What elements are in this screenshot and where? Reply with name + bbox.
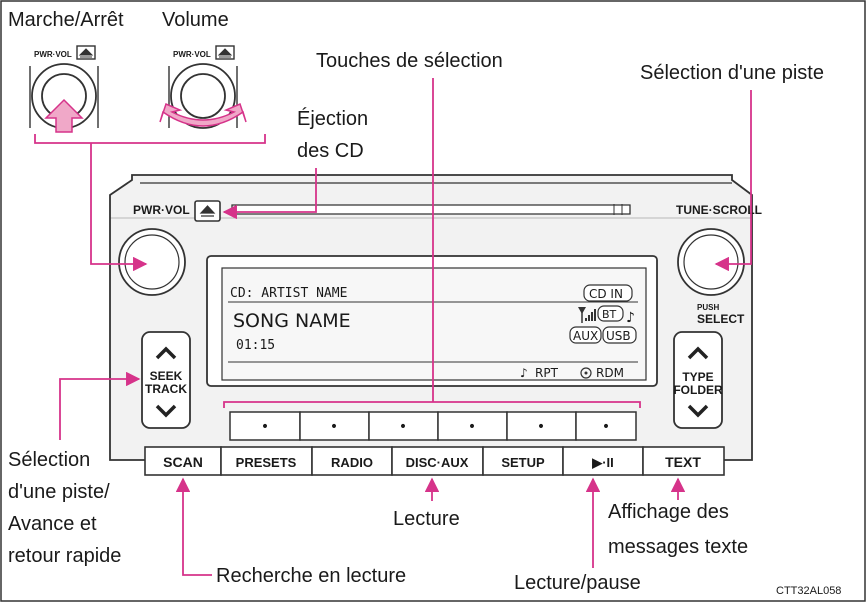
disc-aux-button[interactable]	[391, 446, 484, 476]
preset-key-5[interactable]	[506, 411, 577, 441]
select-keys-bracket	[223, 401, 641, 408]
text-callout-1: Affichage des	[608, 501, 729, 523]
signal-icon	[578, 307, 596, 323]
inset-bracket	[34, 134, 266, 144]
chevron-down-icon	[155, 404, 177, 418]
chevron-up-icon	[155, 346, 177, 360]
svg-text:AUX: AUX	[573, 329, 598, 343]
tune-scroll-label: TUNE·SCROLL	[676, 203, 762, 217]
svg-text:USB: USB	[606, 329, 631, 343]
bt-indicator	[597, 305, 624, 322]
scan-callout: Recherche en lecture	[216, 565, 406, 587]
eject-icon	[78, 48, 94, 58]
presets-button[interactable]	[220, 446, 313, 476]
text-callout-2: messages texte	[608, 536, 748, 558]
seek-callout-4: retour rapide	[8, 545, 121, 567]
play-pause-label: ▶·II	[591, 455, 614, 470]
seek-label: SEEK	[150, 369, 183, 383]
scan-label: SCAN	[163, 454, 203, 470]
seek-callout-2: d'une piste/	[8, 481, 110, 503]
eject-icon	[217, 48, 233, 58]
radio-label: RADIO	[331, 455, 373, 470]
pwr-vol-label: PWR·VOL	[133, 203, 190, 217]
chevron-up-icon	[687, 346, 709, 360]
power-volume-leader	[90, 143, 148, 272]
svg-text:•: •	[468, 419, 476, 435]
function-buttons: SCAN PRESETS RADIO DISC·AUX SETUP ▶·II T…	[144, 446, 725, 476]
presets-label: PRESETS	[236, 455, 297, 470]
seek-callout-1: Sélection	[8, 449, 90, 471]
play-callout: Lecture	[393, 508, 460, 530]
aux-indicator	[569, 326, 602, 344]
eject-label-1: Éjection	[297, 107, 368, 130]
eject-label-2: des CD	[297, 140, 364, 162]
select-label: SELECT	[697, 312, 745, 326]
disc-aux-label: DISC·AUX	[406, 455, 469, 470]
select-keys-label: Touches de sélection	[316, 50, 503, 72]
usb-indicator	[602, 326, 637, 344]
seek-track-button[interactable]	[141, 331, 191, 429]
scan-leader	[175, 477, 212, 576]
volume-knob-inset: PWR·VOL	[159, 45, 247, 129]
folder-label: FOLDER	[673, 383, 723, 397]
text-button[interactable]	[642, 446, 725, 476]
seek-callout-3: Avance et	[8, 513, 97, 535]
svg-text:PWR·VOL: PWR·VOL	[34, 50, 72, 59]
svg-text:•: •	[602, 419, 610, 435]
setup-label: SETUP	[501, 455, 545, 470]
seek-leader	[59, 371, 141, 440]
display-song: SONG NAME	[233, 310, 351, 332]
text-label: TEXT	[665, 454, 701, 470]
type-label: TYPE	[682, 370, 713, 384]
type-folder-button[interactable]	[673, 331, 723, 429]
svg-text:•: •	[537, 419, 545, 435]
svg-text:BT: BT	[602, 308, 617, 321]
rotate-arrow-icon	[159, 102, 247, 127]
preset-key-2[interactable]	[299, 411, 370, 441]
track-select-label: Sélection d'une piste	[640, 62, 824, 84]
play-pause-callout: Lecture/pause	[514, 572, 641, 594]
preset-key-6[interactable]	[575, 411, 637, 441]
rdm-icon	[580, 367, 592, 379]
figure-code: CTT32AL058	[776, 585, 841, 597]
eject-leader	[222, 168, 317, 220]
volume-label: Volume	[162, 9, 229, 31]
radio-button[interactable]	[311, 446, 393, 476]
svg-text:•: •	[261, 419, 269, 435]
chevron-down-icon	[687, 404, 709, 418]
display-screen	[221, 267, 647, 381]
eject-icon	[199, 205, 216, 217]
leader-lines	[59, 78, 752, 576]
track-label: TRACK	[145, 382, 187, 396]
rpt-icon: ♪	[520, 366, 528, 380]
svg-text:PWR·VOL: PWR·VOL	[173, 50, 211, 59]
display-artist: CD: ARTIST NAME	[230, 286, 347, 301]
press-arrow-icon	[44, 98, 84, 133]
svg-text:•: •	[399, 419, 407, 435]
setup-button[interactable]	[482, 446, 564, 476]
rpt-indicator: RPT	[535, 366, 559, 380]
power-knob-inset: PWR·VOL	[29, 45, 99, 133]
push-label: PUSH	[697, 303, 719, 312]
cd-slot-end	[613, 204, 623, 215]
display-time: 01:15	[236, 338, 275, 353]
cd-in-indicator	[583, 284, 633, 302]
svg-text:CD IN: CD IN	[589, 287, 623, 301]
rdm-indicator: RDM	[596, 366, 624, 380]
track-select-leader	[714, 90, 752, 272]
power-label: Marche/Arrêt	[8, 9, 124, 31]
preset-key-3[interactable]	[368, 411, 439, 441]
svg-text:•: •	[330, 419, 338, 435]
preset-keys: • • • • • •	[229, 411, 637, 441]
music-note-icon: ♪	[626, 310, 635, 326]
